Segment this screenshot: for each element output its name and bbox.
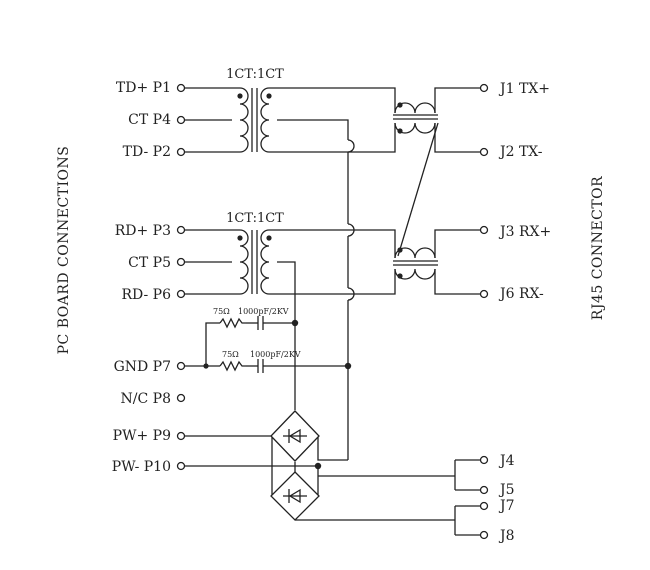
pin-ct-p5: CT P5 [128, 255, 171, 271]
left-terminals [176, 83, 186, 471]
rx-transformer-ratio: 1CT:1CT [226, 211, 284, 226]
rx-isolation-transformer [237, 229, 272, 295]
wiring [185, 87, 480, 536]
pin-j8: J8 [498, 528, 515, 544]
rj45-connector-label: RJ45 CONNECTOR [590, 176, 606, 320]
resistor-label-1: 75Ω [213, 307, 230, 316]
pin-rd-plus: RD+ P3 [115, 223, 171, 239]
pin-ct-p4: CT P4 [128, 112, 171, 128]
rc-filter-2: 75Ω 1000pF/2KV [219, 350, 301, 373]
rc-filter-1: 75Ω 1000pF/2KV [213, 307, 289, 330]
pin-rd-minus: RD- P6 [121, 287, 171, 303]
capacitor-label-1: 1000pF/2KV [238, 307, 289, 316]
pin-j4: J4 [498, 453, 515, 469]
pin-j5: J5 [498, 482, 515, 498]
capacitor-label-2: 1000pF/2KV [250, 350, 301, 359]
pin-pw-plus: PW+ P9 [113, 428, 171, 444]
pc-board-label: PC BOARD CONNECTIONS [56, 146, 72, 355]
pin-j1-tx-plus: J1 TX+ [498, 81, 550, 97]
pin-gnd: GND P7 [114, 359, 171, 375]
junction-dot [203, 363, 209, 369]
tx-common-mode-choke [393, 102, 438, 134]
tx-isolation-transformer [237, 87, 272, 153]
bridge-rectifier-1 [270, 410, 320, 462]
pin-td-plus: TD+ P1 [116, 80, 171, 96]
pin-j2-tx-minus: J2 TX- [498, 144, 543, 160]
tx-transformer-ratio: 1CT:1CT [226, 67, 284, 82]
pin-nc: N/C P8 [121, 391, 171, 407]
pin-j3-rx-plus: J3 RX+ [498, 224, 551, 240]
junction-dot [314, 462, 322, 470]
pin-j6-rx-minus: J6 RX- [498, 286, 544, 302]
bridge-rectifier-2 [270, 471, 320, 521]
resistor-label-2: 75Ω [222, 350, 239, 359]
pin-pw-minus: PW- P10 [112, 459, 171, 475]
right-terminals [479, 83, 489, 540]
junction-dot [291, 319, 299, 327]
pin-j7: J7 [498, 498, 515, 514]
pin-td-minus: TD- P2 [123, 144, 171, 160]
junction-dot [344, 362, 352, 370]
